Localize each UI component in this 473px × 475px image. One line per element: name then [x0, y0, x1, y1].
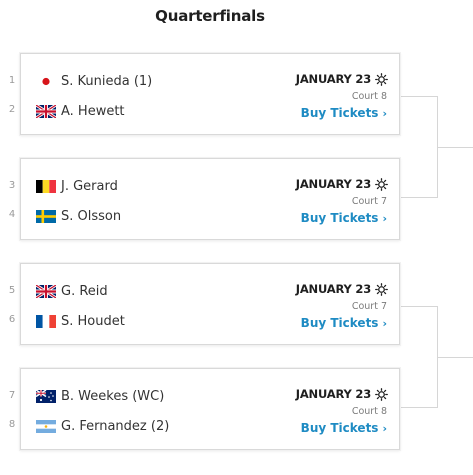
- player-name: S. Houdet: [61, 313, 125, 329]
- buy-tickets-label: Buy Tickets: [300, 316, 379, 330]
- player-row[interactable]: G. Reid: [36, 282, 108, 300]
- buy-tickets-label: Buy Tickets: [300, 421, 379, 435]
- buy-tickets-link[interactable]: Buy Tickets›: [301, 211, 387, 225]
- buy-tickets-label: Buy Tickets: [300, 106, 379, 120]
- bracket-connector: [438, 357, 473, 358]
- bracket-connector: [400, 96, 438, 198]
- date-text: JANUARY 23: [295, 387, 371, 401]
- player-row[interactable]: J. Gerard: [36, 177, 118, 195]
- buy-tickets-link[interactable]: Buy Tickets›: [301, 421, 387, 435]
- seed-number: 4: [8, 209, 16, 220]
- player-row[interactable]: S. Kunieda (1): [36, 72, 152, 90]
- argentina-flag-icon: [36, 420, 56, 433]
- seed-number: 3: [8, 180, 16, 191]
- seed-number: 8: [8, 419, 16, 430]
- france-flag-icon: [36, 315, 56, 328]
- date-text: JANUARY 23: [295, 177, 371, 191]
- chevron-right-icon: ›: [382, 422, 387, 435]
- player-name: B. Weekes (WC): [61, 388, 165, 404]
- seed-number: 5: [8, 285, 16, 296]
- player-name: G. Reid: [61, 283, 108, 299]
- buy-tickets-label: Buy Tickets: [300, 211, 379, 225]
- buy-tickets-link[interactable]: Buy Tickets›: [301, 316, 387, 330]
- seed-number: 1: [8, 75, 16, 86]
- player-name: J. Gerard: [61, 178, 118, 194]
- player-row[interactable]: A. Hewett: [36, 102, 125, 120]
- date-text: JANUARY 23: [295, 72, 371, 86]
- match-date: JANUARY 23: [296, 177, 388, 191]
- match-date: JANUARY 23: [296, 72, 388, 86]
- sweden-flag-icon: [36, 210, 56, 223]
- sun-icon: [375, 178, 388, 191]
- round-title: Quarterfinals: [155, 7, 265, 25]
- court-label: Court 8: [351, 406, 387, 417]
- player-name: S. Kunieda (1): [61, 73, 153, 89]
- australia-flag-icon: [36, 390, 56, 403]
- match-card: G. Reid S. Houdet JANUARY 23 Court 7 Buy…: [20, 263, 400, 345]
- court-label: Court 7: [351, 196, 387, 207]
- belgium-flag-icon: [36, 180, 56, 193]
- seed-number: 6: [8, 314, 16, 325]
- court-label: Court 8: [351, 91, 387, 102]
- player-row[interactable]: G. Fernandez (2): [36, 417, 169, 435]
- sun-icon: [375, 388, 388, 401]
- sun-icon: [375, 283, 388, 296]
- match-date: JANUARY 23: [296, 387, 388, 401]
- court-label: Court 7: [351, 301, 387, 312]
- player-name: A. Hewett: [61, 103, 125, 119]
- chevron-right-icon: ›: [382, 317, 387, 330]
- player-row[interactable]: S. Houdet: [36, 312, 125, 330]
- seed-number: 7: [8, 390, 16, 401]
- buy-tickets-link[interactable]: Buy Tickets›: [301, 106, 387, 120]
- player-row[interactable]: S. Olsson: [36, 207, 121, 225]
- seed-number: 2: [8, 104, 16, 115]
- bracket-connector: [438, 147, 473, 148]
- match-card: B. Weekes (WC) G. Fernandez (2) JANUARY …: [20, 368, 400, 450]
- player-name: G. Fernandez (2): [61, 418, 170, 434]
- match-date: JANUARY 23: [296, 282, 388, 296]
- uk-flag-icon: [36, 105, 56, 118]
- chevron-right-icon: ›: [382, 212, 387, 225]
- player-row[interactable]: B. Weekes (WC): [36, 387, 164, 405]
- sun-icon: [375, 73, 388, 86]
- japan-flag-icon: [36, 75, 56, 88]
- bracket-connector: [400, 306, 438, 408]
- player-name: S. Olsson: [61, 208, 122, 224]
- chevron-right-icon: ›: [382, 107, 387, 120]
- date-text: JANUARY 23: [295, 282, 371, 296]
- match-card: J. Gerard S. Olsson JANUARY 23 Court 7 B…: [20, 158, 400, 240]
- match-card: S. Kunieda (1) A. Hewett JANUARY 23 Cour…: [20, 53, 400, 135]
- uk-flag-icon: [36, 285, 56, 298]
